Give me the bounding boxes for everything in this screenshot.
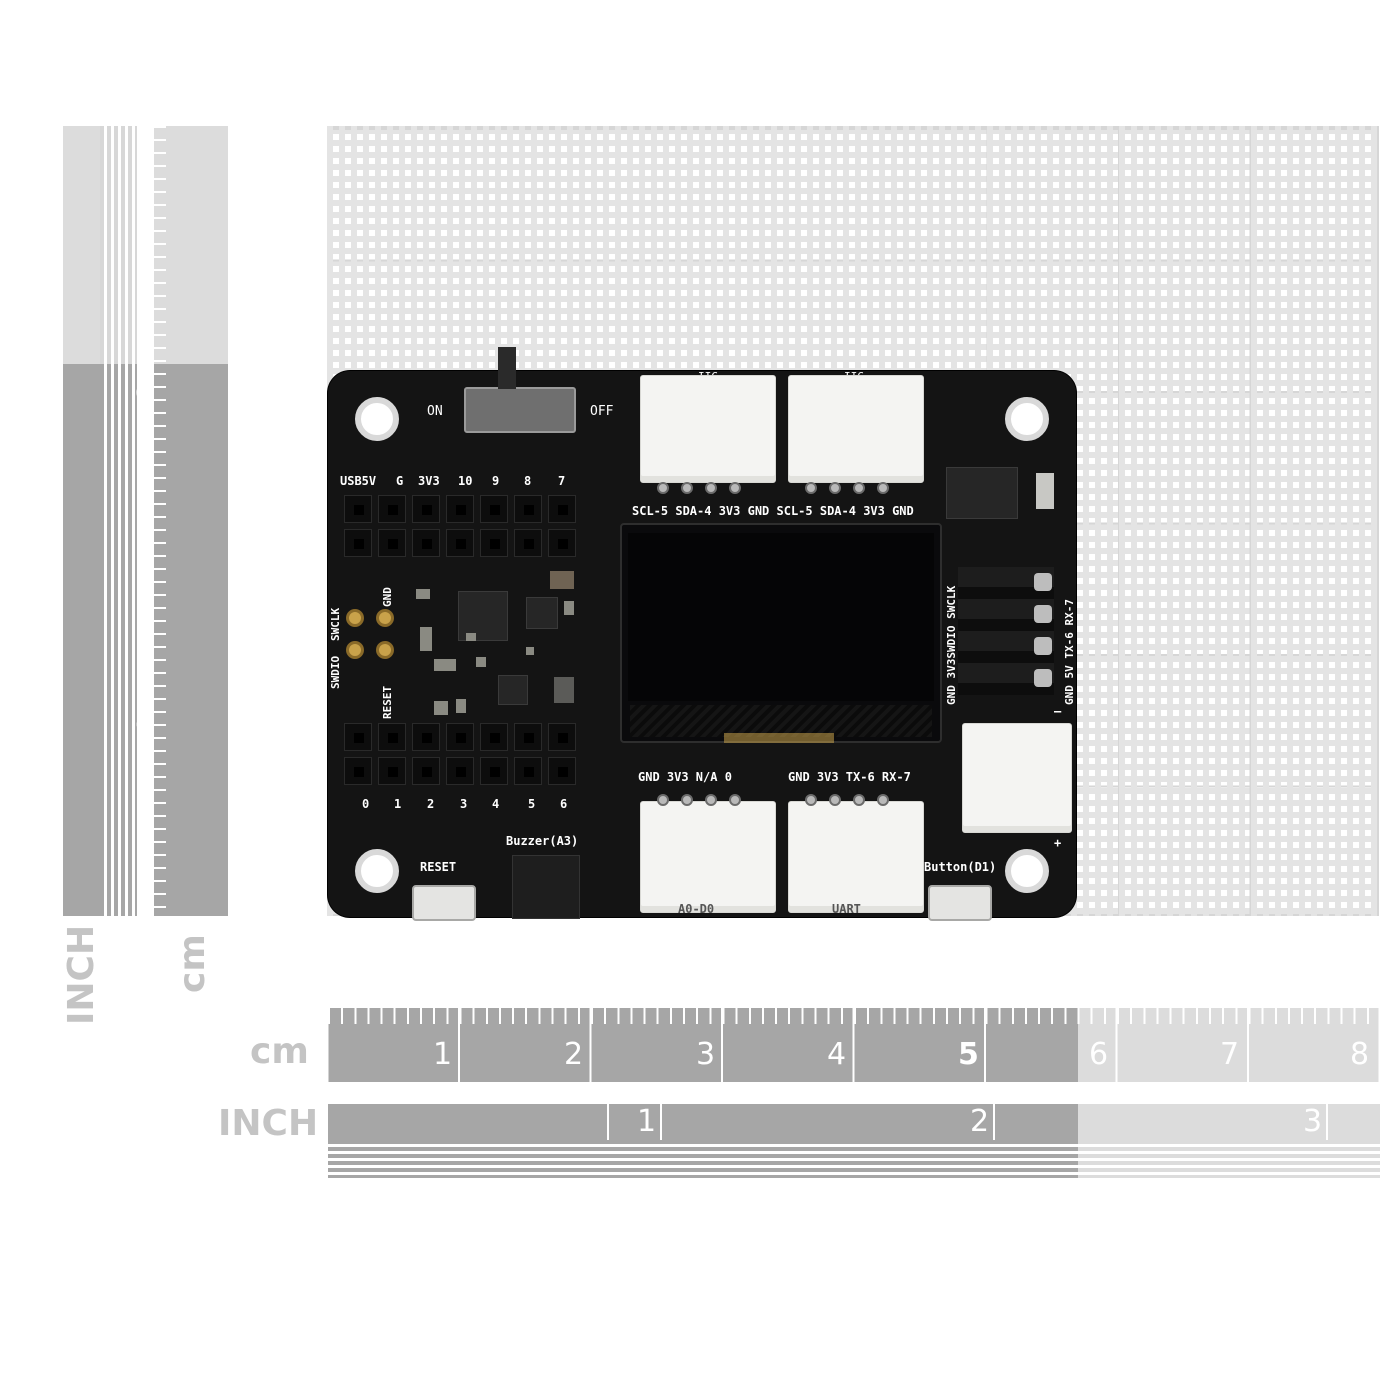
vertical-cm-label: cm (172, 934, 213, 993)
grove-uart-connector[interactable] (788, 794, 924, 913)
right-header-bottom-label: GND 5V TX-6 RX-7 (1063, 599, 1076, 705)
buzzer-label: Buzzer(A3) (506, 834, 579, 848)
eeprom-chip (946, 467, 1018, 519)
vertical-inch-label: INCH (61, 924, 102, 1025)
battery-plus-label: + (1054, 836, 1062, 850)
bottom-header-label: 2 (427, 797, 435, 811)
vertical-cm-ruler: 6 5 4 3 2 1 (154, 126, 373, 932)
power-switch[interactable] (464, 387, 576, 433)
top-header-label: G (396, 474, 404, 488)
grove-iic-connector-1[interactable] (640, 375, 776, 494)
bottom-header-label: 1 (394, 797, 402, 811)
top-header-label: 7 (558, 474, 566, 488)
pcb-board: ON OFF USB5V G 3V3 10 9 8 7 0 1 2 3 4 5 … (328, 347, 1076, 921)
top-header-label: 9 (492, 474, 500, 488)
battery-connector[interactable] (962, 723, 1072, 833)
top-header-label: 8 (524, 474, 532, 488)
cm-tick-6: 6 (1089, 1037, 1109, 1072)
top-header-label: 3V3 (418, 474, 440, 488)
reset-button-label: RESET (420, 860, 457, 874)
grove-iic-connector-2[interactable] (788, 375, 924, 494)
bottom-header-label: 3 (460, 797, 468, 811)
battery-minus-label: – (1054, 704, 1062, 718)
right-header-top-label: GND 3V3SWDIO SWCLK (945, 585, 958, 705)
horizontal-cm-ruler (328, 1008, 1380, 1082)
microcontroller-chip (458, 591, 508, 641)
swd-label: SWCLK (329, 607, 342, 641)
swd-gnd-label: GND (381, 587, 394, 607)
horizontal-inch-label: INCH (218, 1103, 319, 1144)
oled-display (620, 523, 942, 743)
bottom-header-label: 6 (560, 797, 568, 811)
mounting-hole (355, 397, 399, 441)
switch-on-label: ON (427, 404, 443, 419)
horizontal-cm-label: cm (250, 1031, 309, 1072)
bottom-header-label: 5 (528, 797, 536, 811)
small-chip (498, 675, 528, 705)
mounting-hole (1005, 849, 1049, 893)
regulator-chip (526, 597, 558, 629)
bottom-header-label: 0 (362, 797, 370, 811)
uart-connector-label: UART (832, 902, 861, 916)
grove-analog-connector[interactable] (640, 794, 776, 913)
cm-tick-5: 5 (958, 1037, 979, 1072)
inch-tick-3: 3 (1303, 1104, 1323, 1139)
inch-tick-2: 2 (970, 1104, 990, 1139)
top-header-label: 10 (458, 474, 473, 488)
buzzer (512, 855, 580, 919)
horizontal-inch-ruler (328, 1104, 1380, 1178)
iic-pin-labels: SCL-5 SDA-4 3V3 GND SCL-5 SDA-4 3V3 GND (632, 504, 914, 518)
cm-tick-7: 7 (1220, 1037, 1240, 1072)
vertical-inch-ruler: 2 1 (63, 126, 167, 916)
mounting-hole (355, 849, 399, 893)
swd-label: SWDIO (329, 655, 342, 689)
cm-tick-2: 2 (564, 1037, 584, 1072)
cm-tick-8: 8 (1350, 1037, 1370, 1072)
switch-off-label: OFF (590, 404, 614, 419)
cm-tick-4: 4 (827, 1037, 847, 1072)
cm-tick-1: 1 (433, 1037, 453, 1072)
swd-test-pads[interactable] (346, 609, 398, 667)
top-header-label: USB5V (340, 474, 377, 488)
top-pin-header[interactable] (344, 491, 582, 561)
uart-pin-labels: GND 3V3 TX-6 RX-7 (788, 770, 911, 784)
analog-connector-label: A0-D0 (678, 902, 715, 916)
inch-tick-1: 1 (637, 1104, 657, 1139)
cm-tick-3: 3 (696, 1037, 716, 1072)
right-male-header[interactable] (958, 567, 1058, 695)
switch-lever[interactable] (498, 347, 516, 389)
reset-button[interactable] (412, 885, 476, 921)
analog-pin-labels: GND 3V3 N/A 0 (638, 770, 732, 784)
user-button[interactable] (928, 885, 992, 921)
user-button-label: Button(D1) (924, 860, 997, 874)
bottom-pin-header[interactable] (344, 723, 582, 793)
bottom-header-label: 4 (492, 797, 500, 811)
swd-reset-label: RESET (381, 685, 394, 719)
mounting-hole (1005, 397, 1049, 441)
